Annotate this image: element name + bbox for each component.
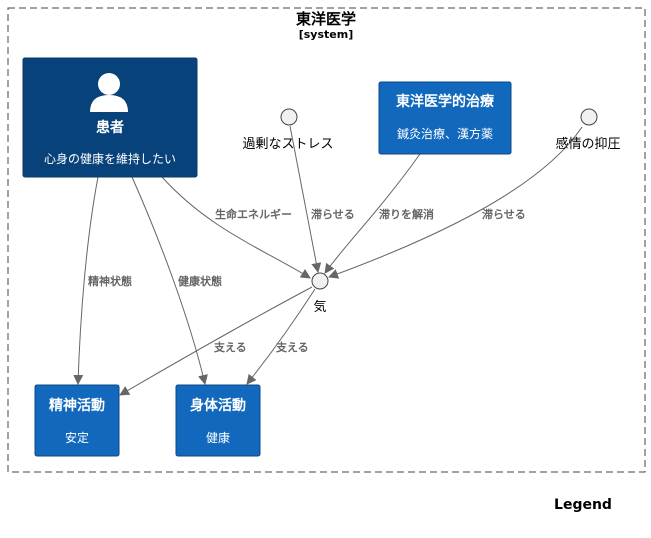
edge-label-patient-to-mental: 精神状態 xyxy=(88,274,132,288)
edge-label-treatment-to-ki: 滞りを解消 xyxy=(379,207,434,221)
mental-activity-node[interactable]: 精神活動 安定 xyxy=(34,384,120,457)
physical-activity-title: 身体活動 xyxy=(190,397,246,414)
treatment-subtitle: 鍼灸治療、漢方薬 xyxy=(397,126,493,141)
mental-activity-subtitle: 安定 xyxy=(65,430,89,445)
edge-label-ki-to-mental: 支える xyxy=(213,340,247,354)
mental-activity-title: 精神活動 xyxy=(49,397,105,414)
system-boundary xyxy=(7,7,646,473)
stress-label: 過剰なストレス xyxy=(242,137,333,152)
ki-circle-node[interactable]: 気 xyxy=(311,272,329,315)
edge-label-stress-to-ki: 滞らせる xyxy=(311,207,355,221)
treatment-title: 東洋医学的治療 xyxy=(396,93,495,110)
boundary-type-label: [system] xyxy=(299,28,354,41)
edge-label-emotion-to-ki: 滞らせる xyxy=(482,207,526,221)
person-icon xyxy=(90,73,128,112)
patient-title: 患者 xyxy=(96,119,124,136)
edge-patient-to-physical xyxy=(131,176,208,385)
physical-activity-subtitle: 健康 xyxy=(206,430,230,445)
patient-node[interactable]: 患者 心身の健康を維持したい xyxy=(22,57,198,178)
physical-activity-node[interactable]: 身体活動 健康 xyxy=(175,384,261,457)
treatment-node[interactable]: 東洋医学的治療 鍼灸治療、漢方薬 xyxy=(378,81,512,155)
edge-stress-to-ki xyxy=(289,125,322,273)
edge-label-patient-to-physical: 健康状態 xyxy=(178,274,222,288)
legend-title: Legend xyxy=(554,497,612,513)
edge-treatment-to-ki xyxy=(324,153,421,274)
emotion-label: 感情の抑圧 xyxy=(555,136,620,152)
edge-label-ki-to-physical: 支える xyxy=(275,340,309,354)
edge-label-patient-to-ki: 生命エネルギー xyxy=(215,207,292,221)
edge-patient-to-mental xyxy=(73,176,99,385)
patient-subtitle: 心身の健康を維持したい xyxy=(44,151,176,166)
stress-circle-node[interactable]: 過剰なストレス xyxy=(242,108,334,152)
ki-label: 気 xyxy=(313,299,326,315)
edge-ki-to-physical xyxy=(246,288,316,385)
emotion-circle-node[interactable]: 感情の抑圧 xyxy=(555,108,621,152)
edge-emotion-to-ki xyxy=(328,126,583,279)
boundary-title: 東洋医学 xyxy=(296,10,356,28)
edge-ki-to-mental xyxy=(119,286,313,396)
edge-patient-to-ki xyxy=(161,176,311,279)
